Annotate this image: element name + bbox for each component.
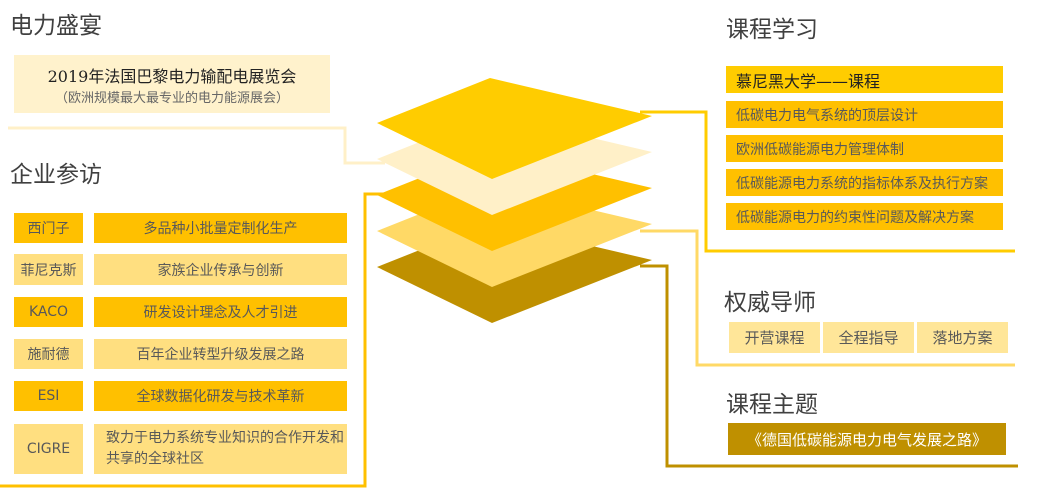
section-title-theme: 课程主题 (726, 392, 818, 418)
course-item: 低碳电力电气系统的顶层设计 (726, 101, 1003, 128)
expo-title: 2019年法国巴黎电力输配电展览会 (47, 66, 297, 86)
layer-1 (377, 78, 652, 179)
company-topic: 致力于电力系统专业知识的合作开发和共享的全球社区 (94, 424, 347, 474)
connector-expo (8, 126, 385, 165)
theme-box: 《德国低碳能源电力电气发展之路》 (728, 423, 1006, 455)
section-title-mentors: 权威导师 (724, 290, 816, 316)
course-item: 低碳能源电力系统的指标体系及执行方案 (726, 169, 1003, 196)
course-item: 欧洲低碳能源电力管理体制 (726, 135, 1003, 162)
company-name: 菲尼克斯 (14, 254, 83, 285)
company-name: CIGRE (14, 424, 83, 474)
connector-mentors (640, 229, 1015, 367)
section-title-companies: 企业参访 (10, 162, 102, 188)
section-title-expo: 电力盛宴 (10, 13, 102, 39)
company-name: 西门子 (14, 213, 83, 243)
connector-courses (640, 110, 1015, 253)
company-name: 施耐德 (14, 339, 83, 369)
company-topic: 百年企业转型升级发展之路 (94, 339, 347, 369)
company-name: KACO (14, 297, 83, 327)
mentor-tag: 开营课程 (729, 322, 820, 353)
mentor-tag: 落地方案 (917, 322, 1008, 353)
connector-theme (640, 264, 1018, 468)
company-name: ESI (14, 381, 83, 411)
company-topic: 家族企业传承与创新 (94, 254, 347, 285)
expo-box: 2019年法国巴黎电力输配电展览会 （欧洲规模最大最专业的电力能源展会） (14, 55, 330, 113)
company-topic: 多品种小批量定制化生产 (94, 213, 347, 243)
company-topic: 研发设计理念及人才引进 (94, 297, 347, 327)
company-topic: 全球数据化研发与技术革新 (94, 381, 347, 411)
mentor-tag: 全程指导 (823, 322, 914, 353)
course-item: 低碳能源电力的约束性问题及解决方案 (726, 203, 1003, 230)
expo-subtitle: （欧洲规模最大最专业的电力能源展会） (54, 90, 289, 106)
connector-companies (0, 192, 385, 488)
section-title-courses: 课程学习 (726, 17, 818, 43)
course-header: 慕尼黑大学——课程 (726, 66, 1003, 93)
